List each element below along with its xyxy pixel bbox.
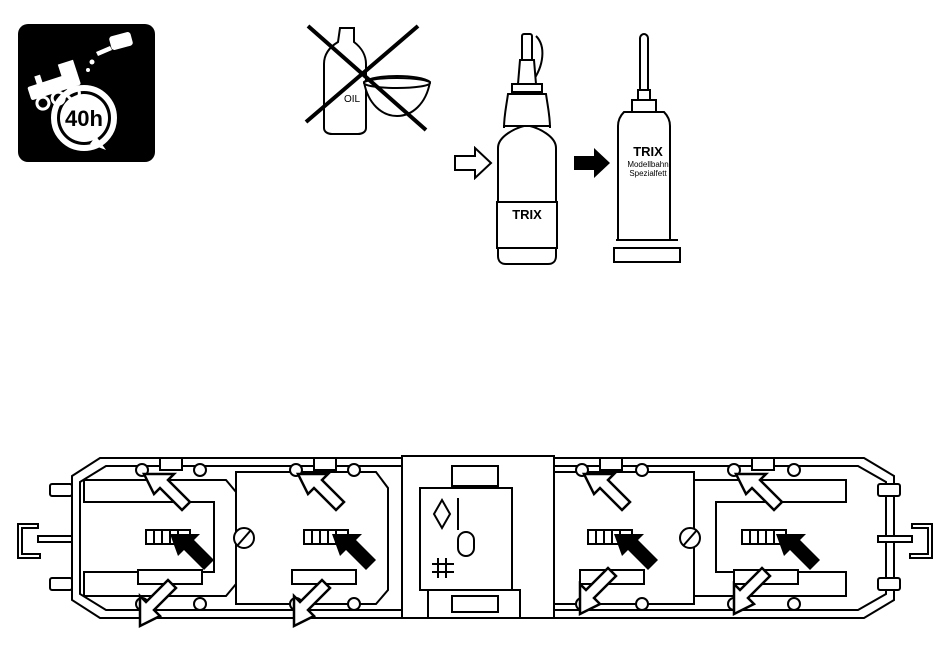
tube-line2: Spezialfett bbox=[629, 169, 667, 178]
filled-arrow-icon bbox=[572, 146, 612, 180]
tube-brand: TRIX bbox=[633, 144, 663, 159]
locomotive-chassis bbox=[14, 440, 936, 635]
tube-line1: Modellbahn bbox=[627, 160, 668, 169]
oil-text: OIL bbox=[344, 94, 361, 105]
trix-oil-bottle: TRIX bbox=[490, 30, 570, 266]
oil-bottle-label: TRIX bbox=[512, 207, 542, 222]
trix-grease-tube: TRIX Modellbahn Spezialfett bbox=[612, 32, 684, 268]
maintenance-interval-icon: 40h bbox=[18, 24, 155, 162]
interval-label: 40h bbox=[65, 106, 103, 131]
crossed-out-oil-icon: OIL bbox=[300, 22, 450, 140]
hollow-arrow-icon bbox=[453, 146, 493, 180]
